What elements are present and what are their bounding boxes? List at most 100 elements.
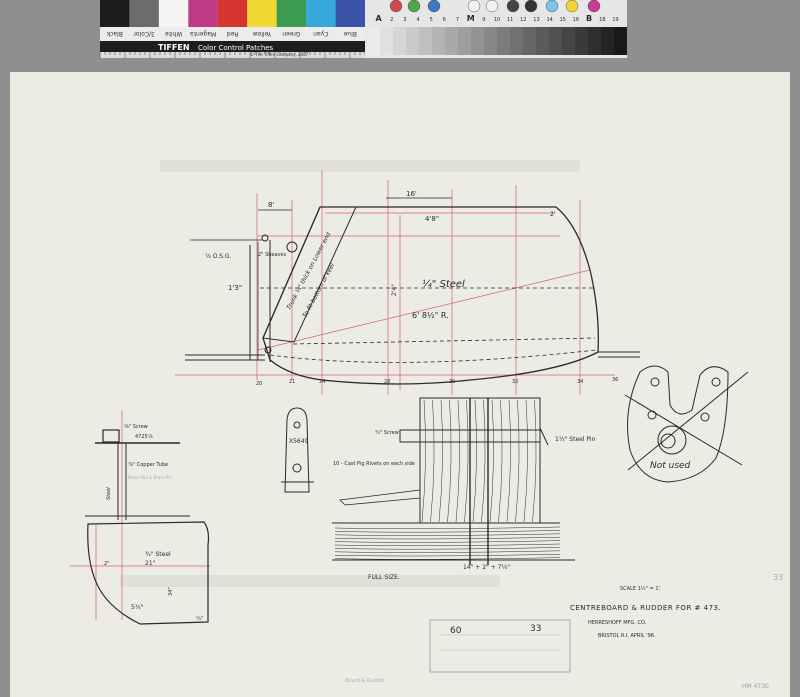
section-bottom-dim: 14" + 2" + 7¼" — [463, 564, 510, 571]
full-size-label: FULL SIZE. — [368, 574, 400, 581]
gray-step — [523, 27, 536, 55]
color-chip — [335, 0, 365, 27]
label-sheaves: 2" Sheaves — [258, 252, 287, 258]
gray-scale-label: 19 — [612, 17, 618, 23]
station-21: 21 — [289, 379, 295, 385]
color-chip — [188, 0, 218, 27]
grain-line — [523, 399, 528, 523]
center-bore-outer — [657, 425, 687, 455]
gray-scale-label: 12 — [520, 17, 526, 23]
gray-scale-label: 7 — [456, 17, 459, 23]
fitting-label: X5649 — [289, 438, 309, 445]
grain-line — [464, 399, 469, 523]
station-20: 20 — [256, 381, 262, 387]
sheave — [261, 234, 269, 242]
title-block: SCALE 1½" = 1'. CENTREBOARD & RUDDER FOR… — [570, 585, 721, 639]
grain-line — [498, 399, 503, 523]
gray-scale-label: 6 — [443, 17, 446, 23]
gray-steps — [367, 27, 627, 55]
dim-1-3: 1'3" — [228, 284, 242, 292]
gray-step — [484, 27, 497, 55]
gray-step — [432, 27, 445, 55]
rudder-dim-5: 5¾" — [131, 604, 144, 611]
color-dot — [506, 0, 520, 13]
gray-scale-label: 18 — [599, 17, 605, 23]
color-dot — [524, 0, 538, 13]
rudder-screw-label: ⅛" Screw — [124, 424, 148, 430]
corner-number: HM 4730 — [742, 683, 769, 690]
gray-step — [380, 27, 393, 55]
grain-line — [532, 399, 537, 523]
color-chip — [306, 0, 336, 27]
red-reference-lines — [175, 170, 615, 395]
label-steel: ¼" Steel — [422, 278, 465, 290]
color-chips — [100, 0, 365, 27]
gray-step — [614, 27, 627, 55]
gray-step — [393, 27, 406, 55]
rudder-blade — [87, 521, 210, 625]
trunk-band — [262, 206, 357, 343]
section-note-1: 10 - Cast Pig Rivets on each side — [333, 461, 415, 467]
unused-fitting-outline — [627, 365, 729, 483]
color-dot — [545, 0, 559, 13]
gray-scale-label: 10 — [494, 17, 500, 23]
dimension-lines — [190, 197, 452, 360]
hole-1 — [650, 377, 660, 387]
station-32: 32 — [512, 379, 518, 385]
gray-scale-label: 14 — [546, 17, 552, 23]
grain-line — [455, 399, 460, 523]
cross-line-1 — [624, 394, 743, 466]
gray-scale-label: A — [375, 14, 382, 23]
rudder-dim-quarter: ¼" — [196, 616, 203, 622]
unused-fitting: Not used — [624, 365, 749, 483]
gray-scale-label: 4 — [416, 17, 419, 23]
grain-line — [334, 543, 561, 547]
gray-scale-label: 13 — [533, 17, 539, 23]
gray-step — [562, 27, 575, 55]
label-radius: 6' 8½" R. — [412, 311, 449, 320]
color-chip — [217, 0, 248, 27]
grain-line — [481, 399, 486, 523]
tiffen-brand: TIFFEN — [158, 43, 190, 52]
gray-step — [601, 27, 614, 55]
stamp-number-1: 60 — [450, 626, 462, 636]
gray-scale-label: 15 — [560, 17, 566, 23]
grain-line — [334, 553, 561, 557]
tiffen-copyright: © The Tiffen Company, 2007 — [250, 52, 309, 57]
drawing-title: CENTREBOARD & RUDDER FOR # 473. — [570, 604, 721, 612]
gray-step — [588, 27, 601, 55]
rudder-pin-label: 4725⅞ — [135, 434, 153, 440]
chip-label: Red — [227, 30, 239, 37]
gray-step — [536, 27, 549, 55]
chip-label: Magenta — [190, 30, 217, 37]
rudder-dim-2: 2" — [104, 561, 109, 567]
dim-4-8: 4'8" — [425, 215, 439, 223]
hole-4 — [700, 412, 710, 422]
chip-label: Cyan — [313, 30, 328, 37]
section-pin-label: 1½" Steel Pin — [555, 436, 596, 443]
grain-line — [334, 547, 561, 550]
section-view: ¼" Screw 1½" Steel Pin 10 - Cast Pig Riv… — [332, 397, 596, 571]
keel-lines — [185, 240, 640, 362]
fitting-hole-2 — [292, 463, 302, 473]
color-chip — [276, 0, 307, 27]
grain-line — [334, 557, 561, 560]
rudder-steel-label2: ¾" Steel — [145, 551, 171, 558]
gray-step — [497, 27, 510, 55]
grain-line — [334, 536, 561, 540]
gray-scale-label: 16 — [573, 17, 579, 23]
fitting-outline — [284, 407, 310, 493]
chip-label: 3/Color — [133, 30, 155, 37]
small-fitting: X5649 — [281, 407, 314, 493]
steel-pin — [399, 429, 541, 443]
pivot-pin-lower — [264, 346, 272, 354]
color-dot — [389, 0, 403, 13]
station-28: 28 — [384, 379, 390, 385]
company-name: HERRESHOFF MFG. CO. — [588, 620, 647, 626]
color-dot — [407, 0, 421, 13]
chip-label: White — [165, 30, 183, 37]
dim-8: 8' — [268, 201, 274, 209]
station-24: 24 — [319, 379, 325, 385]
bleed-through — [120, 160, 580, 587]
archive-stamp: 60 33 — [429, 619, 571, 673]
